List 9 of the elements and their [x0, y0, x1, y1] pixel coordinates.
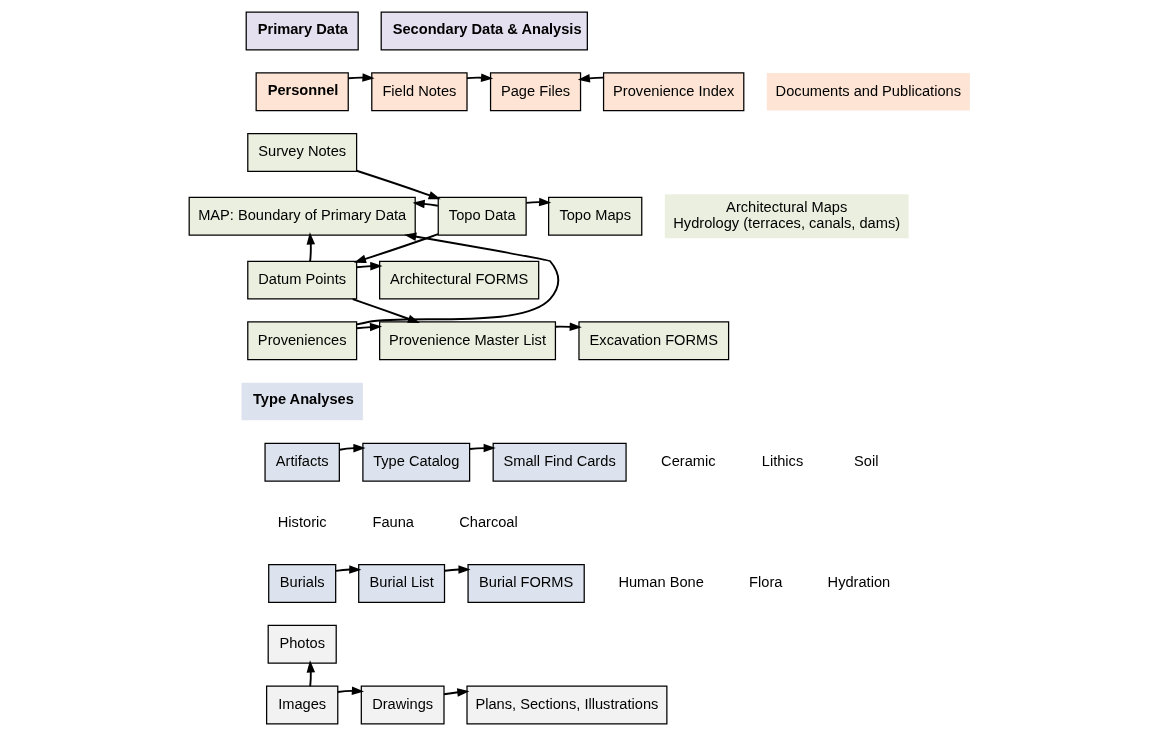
label: Hydration	[827, 574, 891, 591]
label: Ceramic	[661, 453, 716, 470]
label: Charcoal	[459, 513, 518, 530]
label: Soil	[854, 453, 879, 470]
label: Flora	[749, 574, 783, 591]
label: Lithics	[761, 453, 804, 470]
label: Fauna	[372, 513, 414, 530]
label: Human Bone	[618, 574, 704, 591]
label: Historic	[277, 513, 327, 530]
